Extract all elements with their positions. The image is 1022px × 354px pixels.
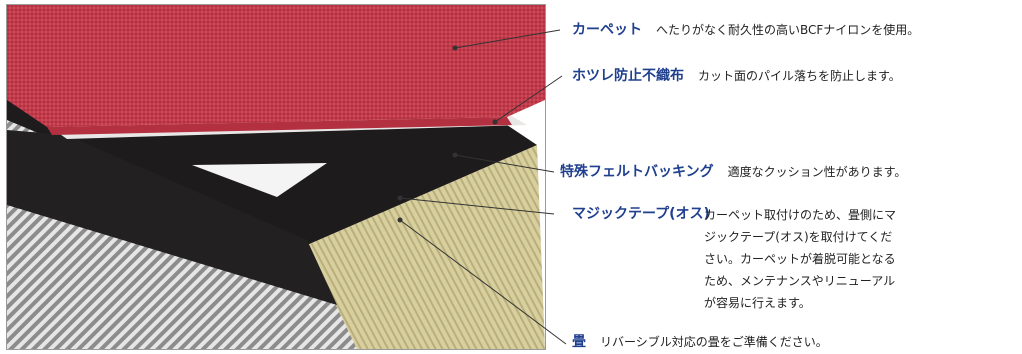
callout-carpet: カーペットへたりがなく耐久性の高いBCFナイロンを使用。 xyxy=(572,20,919,40)
callout-nonwoven: ホツレ防止不織布カット面のパイル落ちを防止します。 xyxy=(572,66,901,86)
callout-term: 特殊フェルトバッキング xyxy=(560,164,714,180)
callout-desc-line: ため、メンテナンスやリニューアル xyxy=(704,274,896,288)
callout-term: ホツレ防止不織布 xyxy=(572,68,684,84)
velcro-white-patch xyxy=(192,163,327,197)
callout-tatami: 畳リバーシブル対応の畳をご準備ください。 xyxy=(572,332,828,352)
tatami-side xyxy=(307,145,545,349)
callout-velcro: マジックテープ(オス) カーペット取付けのため、畳側にマ ジックテープ(オス)を… xyxy=(572,204,1002,310)
callout-felt-backing: 特殊フェルトバッキング適度なクッション性があります。 xyxy=(560,162,906,182)
callout-desc: リバーシブル対応の畳をご準備ください。 xyxy=(600,335,828,349)
callout-desc-line: ジックテープ(オス)を取付けてくだ xyxy=(704,230,893,244)
layer-illustration xyxy=(7,5,545,349)
callout-term: カーペット xyxy=(572,22,642,38)
callout-desc: へたりがなく耐久性の高いBCFナイロンを使用。 xyxy=(656,23,920,37)
callout-desc-line: カーペット取付けのため、畳側にマ xyxy=(704,208,897,222)
callout-desc: カット面のパイル落ちを防止します。 xyxy=(698,69,901,83)
callout-desc-line: さい。カーペットが着脱可能となる xyxy=(704,252,896,266)
carpet-layer xyxy=(7,5,545,127)
callout-desc-line: が容易に行えます。 xyxy=(704,296,811,310)
product-cross-section-photo xyxy=(6,4,546,350)
callout-term: 畳 xyxy=(572,334,586,350)
callout-term: マジックテープ(オス) xyxy=(572,206,710,222)
callout-desc: 適度なクッション性があります。 xyxy=(727,165,907,179)
